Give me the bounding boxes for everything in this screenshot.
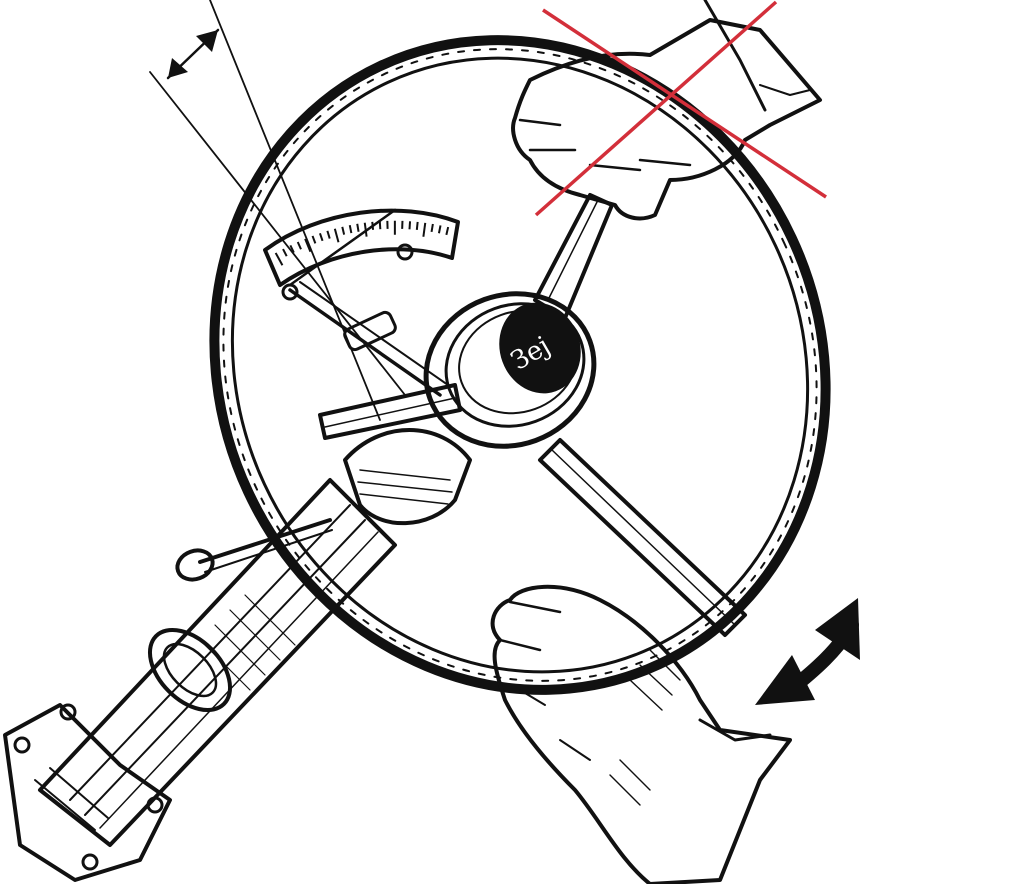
upper-hand-incorrect-grip [511,0,822,221]
gauge-tick [289,244,295,254]
gauge-tick [348,225,353,234]
incorrect-grip-cross [534,0,827,217]
gauge-tick [311,235,317,244]
gauge-tick [319,232,324,242]
gauge-tick [333,228,340,243]
gauge-tick [445,226,450,236]
cross-line-2 [534,0,778,217]
gauge-tick [326,230,331,239]
gauge-tick [378,221,382,230]
gauge-tick [296,241,302,250]
gauge-tick [274,252,284,266]
gauge-tick [415,221,419,231]
gauge-scale-ticks [274,220,450,266]
gauge-tick [430,223,434,233]
lower-hand-correct-grip [490,584,792,884]
gauge-tick [356,223,360,232]
turn-signal-lever [175,518,333,582]
gauge-tick [341,226,346,235]
wheel-spokes [318,193,747,637]
steering-column [3,478,397,882]
hub-badge [499,302,581,394]
gauge-tick [408,221,412,230]
free-play-gauge [263,208,460,397]
gauge-tick [304,238,312,253]
gauge-tick [437,225,442,234]
double-arrow-icon [755,598,860,705]
free-play-measurement [149,0,406,421]
gauge-tick [282,248,288,257]
wheel-hub: Зеј [343,291,597,526]
double-arrow-icon [168,30,218,78]
cross-line-1 [542,8,827,199]
gauge-tick [422,222,427,237]
